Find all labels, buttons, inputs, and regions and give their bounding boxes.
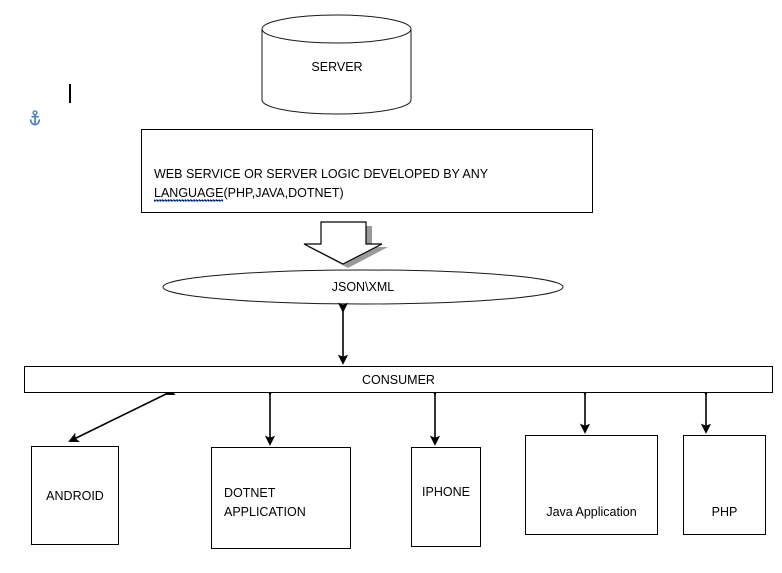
server-label: SERVER: [311, 60, 363, 74]
anchor-icon: [29, 110, 41, 126]
web-service-label-line2-rest: (PHP,JAVA,DOTNET): [223, 186, 344, 200]
php-label: PHP: [711, 505, 738, 519]
java-label: Java Application: [546, 505, 637, 519]
json-xml-node: JSON\XML: [163, 270, 563, 304]
dotnet-label-line2: APPLICATION: [224, 505, 306, 519]
server-node: SERVER: [262, 15, 412, 115]
web-service-label-line1: WEB SERVICE OR SERVER LOGIC DEVELOPED BY…: [154, 167, 489, 181]
java-node[interactable]: Java Application: [525, 435, 658, 535]
block-arrow-down-shape: [303, 221, 388, 268]
iphone-label: IPHONE: [422, 485, 470, 499]
php-node[interactable]: PHP: [683, 435, 766, 535]
web-service-label-line2: LANGUAGE(PHP,JAVA,DOTNET): [154, 185, 344, 202]
json-xml-label: JSON\XML: [331, 280, 395, 294]
android-label: ANDROID: [46, 489, 104, 503]
text-cursor: [69, 84, 71, 103]
consumer-node[interactable]: CONSUMER: [24, 366, 773, 393]
connector-consumer-to-android: [68, 385, 176, 442]
android-node[interactable]: ANDROID: [31, 446, 119, 545]
web-service-node[interactable]: WEB SERVICE OR SERVER LOGIC DEVELOPED BY…: [141, 129, 593, 213]
dotnet-label-line1: DOTNET: [224, 486, 276, 500]
web-service-misspelled-word: LANGUAGE: [154, 186, 224, 201]
iphone-node[interactable]: IPHONE: [411, 447, 481, 547]
consumer-label: CONSUMER: [362, 373, 435, 387]
dotnet-node[interactable]: DOTNET APPLICATION: [211, 447, 351, 549]
